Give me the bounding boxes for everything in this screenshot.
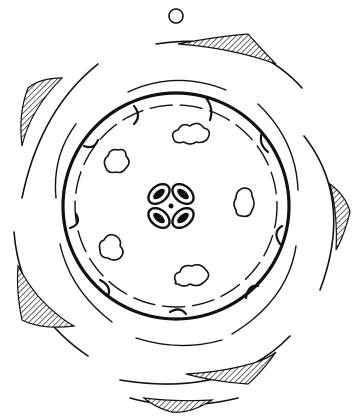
- bract-bottom-left: [18, 266, 75, 327]
- stamens: [100, 123, 255, 286]
- stamen-right: [234, 188, 254, 216]
- outer-arc-right: [304, 136, 334, 290]
- ovary: [145, 180, 198, 232]
- stamen-top: [173, 123, 210, 144]
- axis-marker: [169, 9, 183, 23]
- stamen-left-top: [104, 150, 129, 173]
- bract-top-right: [178, 34, 276, 64]
- stamen-bottom: [175, 265, 209, 286]
- bract-bottom-right: [186, 352, 276, 384]
- stamen-left-bottom: [100, 235, 124, 260]
- bract-bottom: [144, 398, 212, 412]
